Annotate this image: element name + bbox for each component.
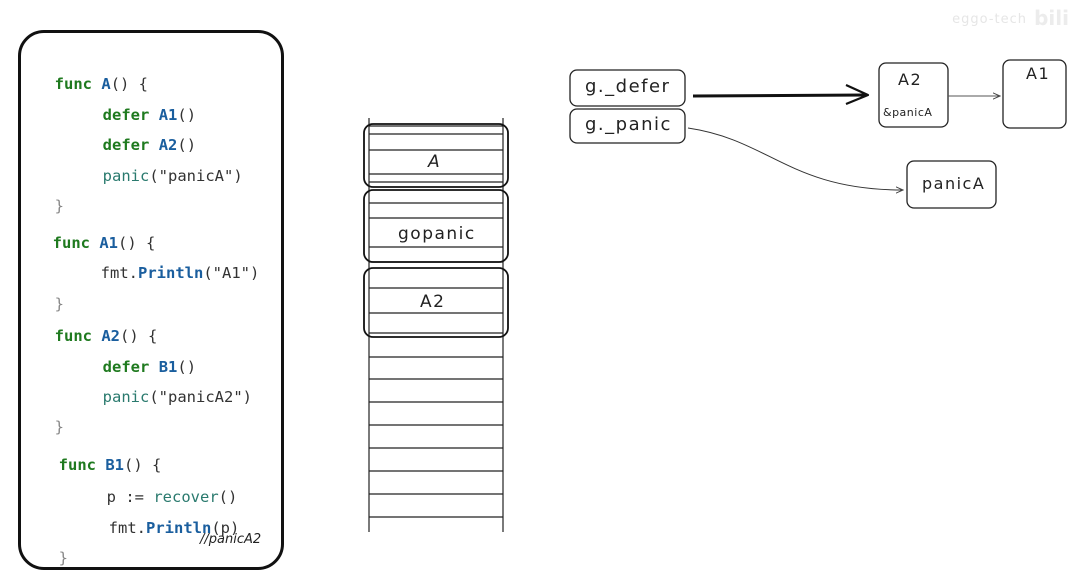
package-name: fmt. (108, 518, 146, 537)
code-punct: () (218, 487, 238, 506)
panic-node-label: panicA (922, 174, 986, 193)
code-args: ("A1") (203, 263, 260, 282)
func-name: B1 (105, 455, 125, 474)
stack-frames (363, 123, 509, 338)
watermark-logo: bili (1034, 6, 1069, 30)
code-line-13: func B1() { (40, 442, 162, 474)
code-punct: () { (120, 326, 158, 345)
keyword: func (54, 326, 92, 345)
keyword: defer (102, 135, 150, 154)
watermark-text: eggo-tech (952, 12, 1027, 27)
code-args: (p) (211, 518, 240, 537)
code-punct: () { (124, 455, 162, 474)
g-defer-box (569, 69, 686, 107)
builtin-call: panic (102, 166, 150, 185)
defer-node-a2-title: A2 (898, 70, 923, 89)
code-line-7: fmt.Println("A1") (82, 250, 260, 282)
defer-node-a1-box (1002, 59, 1067, 129)
stack-frame-a-box (363, 123, 509, 188)
keyword: defer (102, 105, 150, 124)
func-name: A1 (158, 105, 178, 124)
defer-chain-nodes (878, 59, 1067, 129)
closing-brace: } (54, 417, 65, 436)
defer-node-a2-sub: &panicA (883, 106, 933, 119)
func-name: B1 (158, 357, 178, 376)
defer-node-a2-box (878, 62, 949, 128)
func-name: Println (138, 263, 204, 282)
code-line-5: } (36, 183, 64, 214)
stack-frame-a2-box (363, 267, 509, 338)
stack-frame-a-label: A (428, 152, 442, 172)
stack-frame-gopanic-box (363, 189, 509, 263)
code-line-3: defer A2() (84, 122, 196, 153)
code-line-11: panic("panicA2") (84, 374, 252, 405)
code-args: ("panicA2") (149, 387, 252, 406)
code-args: ("panicA") (149, 166, 243, 185)
code-line-1: func A() { (36, 61, 148, 92)
func-name: Println (146, 518, 212, 537)
code-assign: p := (106, 487, 154, 506)
code-line-6: func A1() { (34, 220, 156, 252)
code-line-4: panic("panicA") (84, 153, 243, 184)
code-line-12: } (36, 404, 64, 435)
panic-arrow (687, 127, 903, 190)
keyword: func (54, 74, 92, 93)
code-punct: () (177, 135, 197, 154)
g-panic-box (569, 108, 686, 144)
diagram-canvas (363, 59, 1067, 532)
stack-frame-a2-label: A2 (420, 292, 446, 312)
code-punct: () { (118, 233, 156, 252)
closing-brace: } (54, 196, 65, 215)
code-line-2: defer A1() (84, 92, 196, 123)
defer-arrow-head (845, 83, 870, 106)
func-name: A1 (99, 233, 119, 252)
code-comment: //panicA2 (200, 532, 262, 547)
code-line-14: p := recover() (88, 474, 238, 506)
g-defer-label: g._defer (585, 76, 671, 97)
func-name: A (101, 74, 111, 93)
package-name: fmt. (100, 263, 138, 282)
keyword: func (58, 455, 96, 474)
stack-frame-gopanic-label: gopanic (398, 224, 476, 244)
goroutine-fields (569, 69, 686, 144)
closing-brace: } (54, 294, 65, 313)
func-name: A2 (101, 326, 121, 345)
panic-node-box (906, 160, 997, 209)
code-punct: () { (110, 74, 149, 93)
g-panic-label: g._panic (585, 114, 672, 135)
code-punct: () (177, 105, 197, 124)
keyword: func (52, 233, 90, 252)
defer-arrow-shaft (692, 93, 867, 98)
code-line-9: func A2() { (36, 313, 158, 345)
func-name: A2 (158, 135, 178, 154)
code-line-8: } (36, 281, 64, 312)
stack-column (368, 118, 504, 532)
code-line-15: fmt.Println(p) (90, 505, 240, 537)
closing-brace: } (58, 548, 69, 567)
keyword: defer (102, 357, 150, 376)
defer-node-a1-title: A1 (1026, 64, 1051, 83)
code-line-10: defer B1() (84, 344, 196, 375)
code-punct: () (177, 357, 197, 376)
defer-arrow (692, 83, 870, 106)
builtin-call: recover (153, 487, 219, 506)
builtin-call: panic (102, 387, 150, 406)
